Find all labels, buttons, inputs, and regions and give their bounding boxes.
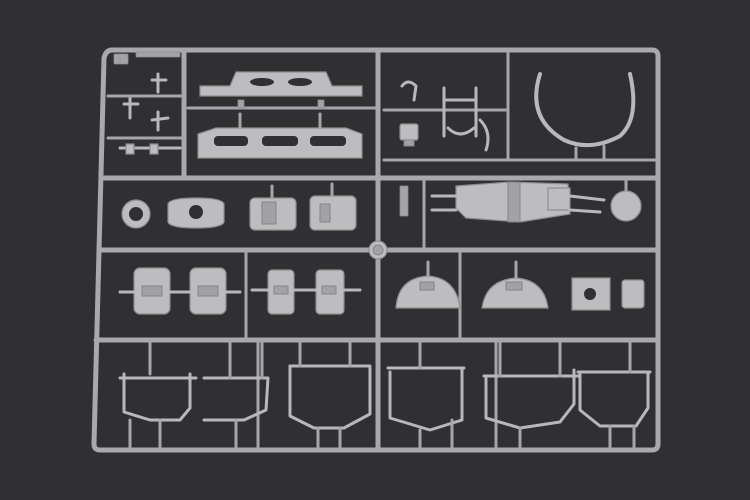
housing-part-c — [267, 269, 295, 315]
ring-part — [121, 199, 151, 229]
sprue-letter-tab — [113, 53, 129, 65]
small-fittings-part — [106, 72, 186, 155]
bracket-part-lower — [197, 112, 363, 159]
lever-part — [399, 80, 490, 152]
block-part — [621, 279, 645, 309]
breech-block-part — [399, 181, 606, 223]
half-dome-part-left — [395, 260, 461, 309]
brand-tab — [135, 51, 181, 58]
sprue-letter: 1 — [118, 57, 122, 64]
disc-part — [368, 240, 388, 260]
u-clamp-part — [571, 277, 611, 311]
wire-frame-part-1 — [118, 372, 198, 422]
drum-part-left — [249, 184, 297, 231]
wire-frame-part-3 — [288, 364, 372, 430]
housing-part-a — [133, 267, 171, 315]
housing-part-b — [189, 267, 227, 315]
half-dome-part-right — [481, 260, 549, 309]
bracket-part-upper — [199, 71, 363, 109]
wire-frame-part-6 — [576, 370, 652, 428]
housing-part-d — [315, 269, 345, 315]
attachment-gates — [128, 338, 636, 452]
wire-frame-part-4 — [386, 366, 466, 432]
round-cover-part — [167, 197, 225, 229]
lid-disc-part — [610, 176, 642, 222]
drum-part-right — [309, 182, 357, 231]
wire-frame-part-2 — [202, 376, 270, 422]
arc-ring-part — [534, 72, 636, 162]
